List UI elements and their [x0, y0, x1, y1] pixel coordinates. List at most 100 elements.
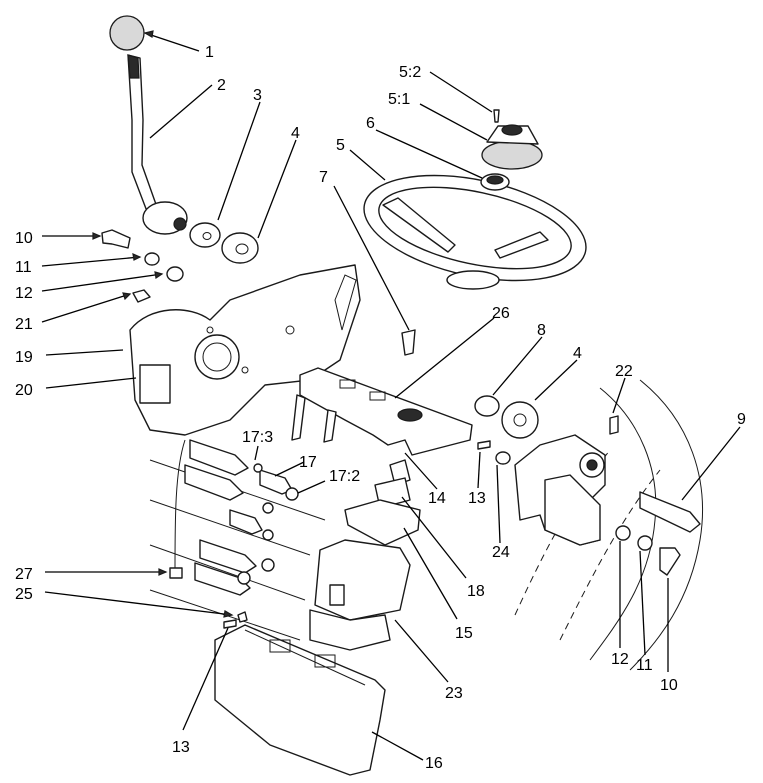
washer-11-left	[144, 252, 160, 266]
wheel-cap	[481, 140, 543, 170]
wheel-spoke-right	[494, 231, 549, 259]
washer-11-right	[637, 535, 653, 551]
cover-slot-1	[269, 639, 291, 653]
callout-20: 20	[15, 382, 33, 399]
callout-5-1: 5:1	[388, 91, 410, 108]
cap-screw	[493, 109, 500, 123]
steering-shroud	[129, 264, 361, 436]
callout-25: 25	[15, 586, 33, 603]
frame-outline	[514, 379, 703, 671]
washer-4-right-hole	[513, 413, 527, 427]
pivot-plate	[544, 474, 601, 546]
oring-b	[262, 529, 274, 541]
fitting-2	[184, 464, 244, 501]
oring-17-3	[253, 463, 263, 473]
bolt-10-left	[101, 229, 131, 249]
callout-9: 9	[737, 411, 746, 428]
callout-16: 16	[425, 755, 443, 772]
fitting-3	[229, 509, 263, 535]
callout-7: 7	[319, 169, 328, 186]
shroud-bolt-hole	[206, 326, 214, 334]
screw-22	[609, 415, 619, 435]
bottom-cover-16	[214, 624, 386, 776]
bolt-10-right	[659, 547, 681, 576]
shroud-hole	[285, 325, 295, 335]
callout-23: 23	[445, 685, 463, 702]
screw-21	[132, 289, 151, 303]
callout-12-left: 12	[15, 285, 33, 302]
callout-22: 22	[615, 363, 633, 380]
washer-3-hole	[202, 232, 212, 240]
cover-edge	[244, 629, 366, 686]
oring-d	[237, 571, 251, 585]
callout-11-right: 11	[636, 657, 653, 674]
callout-21: 21	[15, 316, 33, 333]
hydraulic-fittings	[184, 439, 299, 596]
screw-13-bottom	[223, 619, 237, 629]
shroud-opening	[194, 334, 240, 380]
washer-4-left-hole	[235, 243, 249, 255]
orbitrol-unit-23	[314, 539, 411, 621]
callout-24: 24	[492, 544, 510, 561]
washer-4-left	[221, 232, 259, 264]
orbitrol-port	[329, 584, 345, 606]
oring-c	[261, 558, 275, 572]
washer-4-right	[501, 401, 539, 439]
callout-10-left: 10	[15, 230, 33, 247]
callout-13-top: 13	[468, 490, 486, 507]
fitting-4	[199, 539, 257, 574]
wheel-spoke-left	[382, 197, 456, 253]
wheel-nut-hole	[486, 175, 504, 185]
oring-a	[262, 502, 274, 514]
callout-27: 27	[15, 566, 33, 583]
screw-7	[401, 329, 416, 356]
callout-4-right: 4	[573, 345, 582, 362]
washer-3	[189, 222, 221, 248]
callout-19: 19	[15, 349, 33, 366]
callout-8: 8	[537, 322, 546, 339]
callout-26: 26	[492, 305, 510, 322]
bracket-center-hole	[397, 408, 423, 422]
callout-3: 3	[253, 87, 262, 104]
callout-10-right: 10	[660, 677, 678, 694]
screw-13-top	[477, 440, 491, 450]
leader-lines	[41, 32, 741, 761]
nut-12-right	[615, 525, 631, 541]
callout-18: 18	[467, 583, 485, 600]
callout-17: 17	[299, 454, 317, 471]
shroud-slot	[334, 274, 357, 331]
callout-labels: 1 2 3 4 5:2 5:1 6 5 7 10 11 12 21 19 20 …	[15, 44, 746, 772]
callout-4-top: 4	[291, 125, 300, 142]
nut-12-left	[166, 266, 184, 282]
bushing-8	[474, 395, 500, 417]
fitting-1	[189, 439, 249, 476]
callout-1: 1	[205, 44, 214, 61]
bolt-9	[639, 491, 701, 533]
callout-14: 14	[428, 490, 446, 507]
washer-24	[495, 451, 511, 465]
callout-5: 5	[336, 137, 345, 154]
shroud-opening-inner	[202, 342, 232, 372]
lever-hub-hole	[173, 217, 187, 231]
cable-connector	[169, 567, 183, 579]
cover-slot-2	[314, 654, 336, 668]
bracket-slot-2	[369, 391, 386, 401]
cable-27	[174, 439, 186, 571]
callout-13-bottom: 13	[172, 739, 190, 756]
leader-arrows	[92, 30, 234, 618]
gear-knob	[109, 15, 145, 51]
callout-17-2: 17:2	[329, 468, 360, 485]
bracket-slot-1	[339, 379, 356, 389]
decal-20	[139, 364, 171, 404]
callout-5-2: 5:2	[399, 64, 421, 81]
bracket-leg-mid	[323, 409, 337, 443]
pivot-boss-hole	[586, 459, 598, 471]
steering-valve-15	[344, 499, 421, 546]
callout-6: 6	[366, 115, 375, 132]
wheel-hub	[446, 270, 500, 290]
shroud-bolt-hole-2	[241, 366, 249, 374]
bracket-leg-left	[291, 394, 306, 441]
lever-thread	[127, 54, 140, 79]
